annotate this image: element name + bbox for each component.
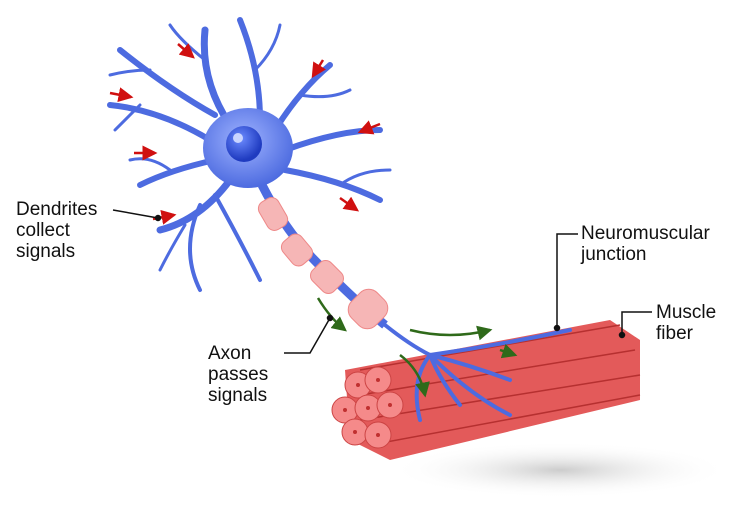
label-line: Neuromuscular <box>581 223 710 244</box>
muscle-fiber-label: Muscle fiber <box>656 302 716 344</box>
muscle-fiber-bundle <box>331 320 641 460</box>
label-line: collect <box>16 220 70 241</box>
label-line: signals <box>208 385 268 406</box>
label-line: signals <box>16 241 76 262</box>
nucleus <box>226 126 262 162</box>
axon-label: Axon passes signals <box>208 343 268 406</box>
dendrites-label: Dendrites collect signals <box>16 199 97 262</box>
label-line: passes <box>208 364 269 385</box>
label-line: Dendrites <box>16 199 98 220</box>
leader-lines <box>112 209 652 354</box>
label-line: fiber <box>656 323 693 344</box>
axon-terminals <box>383 323 572 422</box>
label-line: Muscle <box>656 302 717 323</box>
signal-arrows <box>109 43 381 225</box>
label-line: Axon <box>208 343 252 364</box>
shadow <box>390 442 730 498</box>
myelin-sheath <box>257 197 389 330</box>
label-line: junction <box>581 244 647 265</box>
neuromuscular-junction-label: Neuromuscular junction <box>581 223 710 265</box>
